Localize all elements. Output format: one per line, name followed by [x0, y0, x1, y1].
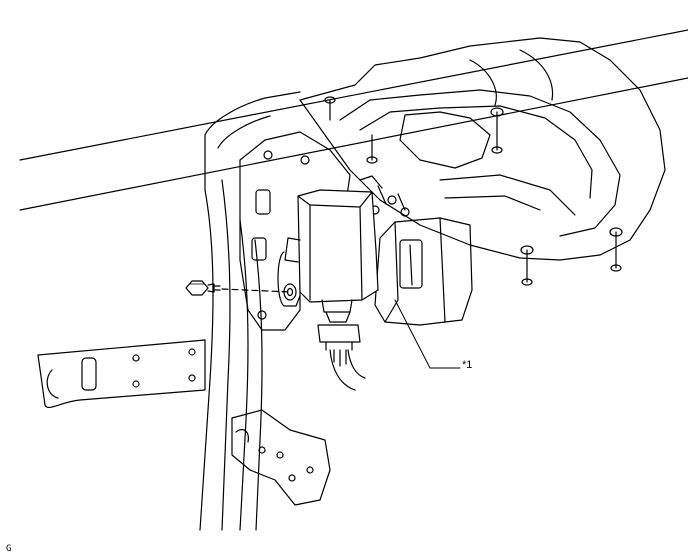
lower-side-bracket [37, 339, 206, 409]
seat-track-bracket [299, 37, 666, 261]
control-module [284, 189, 379, 323]
seat-frame-upright [199, 91, 301, 531]
mounting-bolt [185, 280, 221, 296]
bolt-insertion-line [221, 288, 291, 293]
wire-harness [317, 324, 366, 391]
rear-module-box [374, 217, 473, 326]
callout-leader-1 [394, 299, 461, 369]
illustration-code: G [6, 544, 12, 554]
cross-tube-upper [19, 29, 688, 211]
lower-mount-bracket [231, 409, 331, 506]
callout-label-1: *1 [462, 359, 473, 371]
stud-bolts [324, 96, 623, 286]
